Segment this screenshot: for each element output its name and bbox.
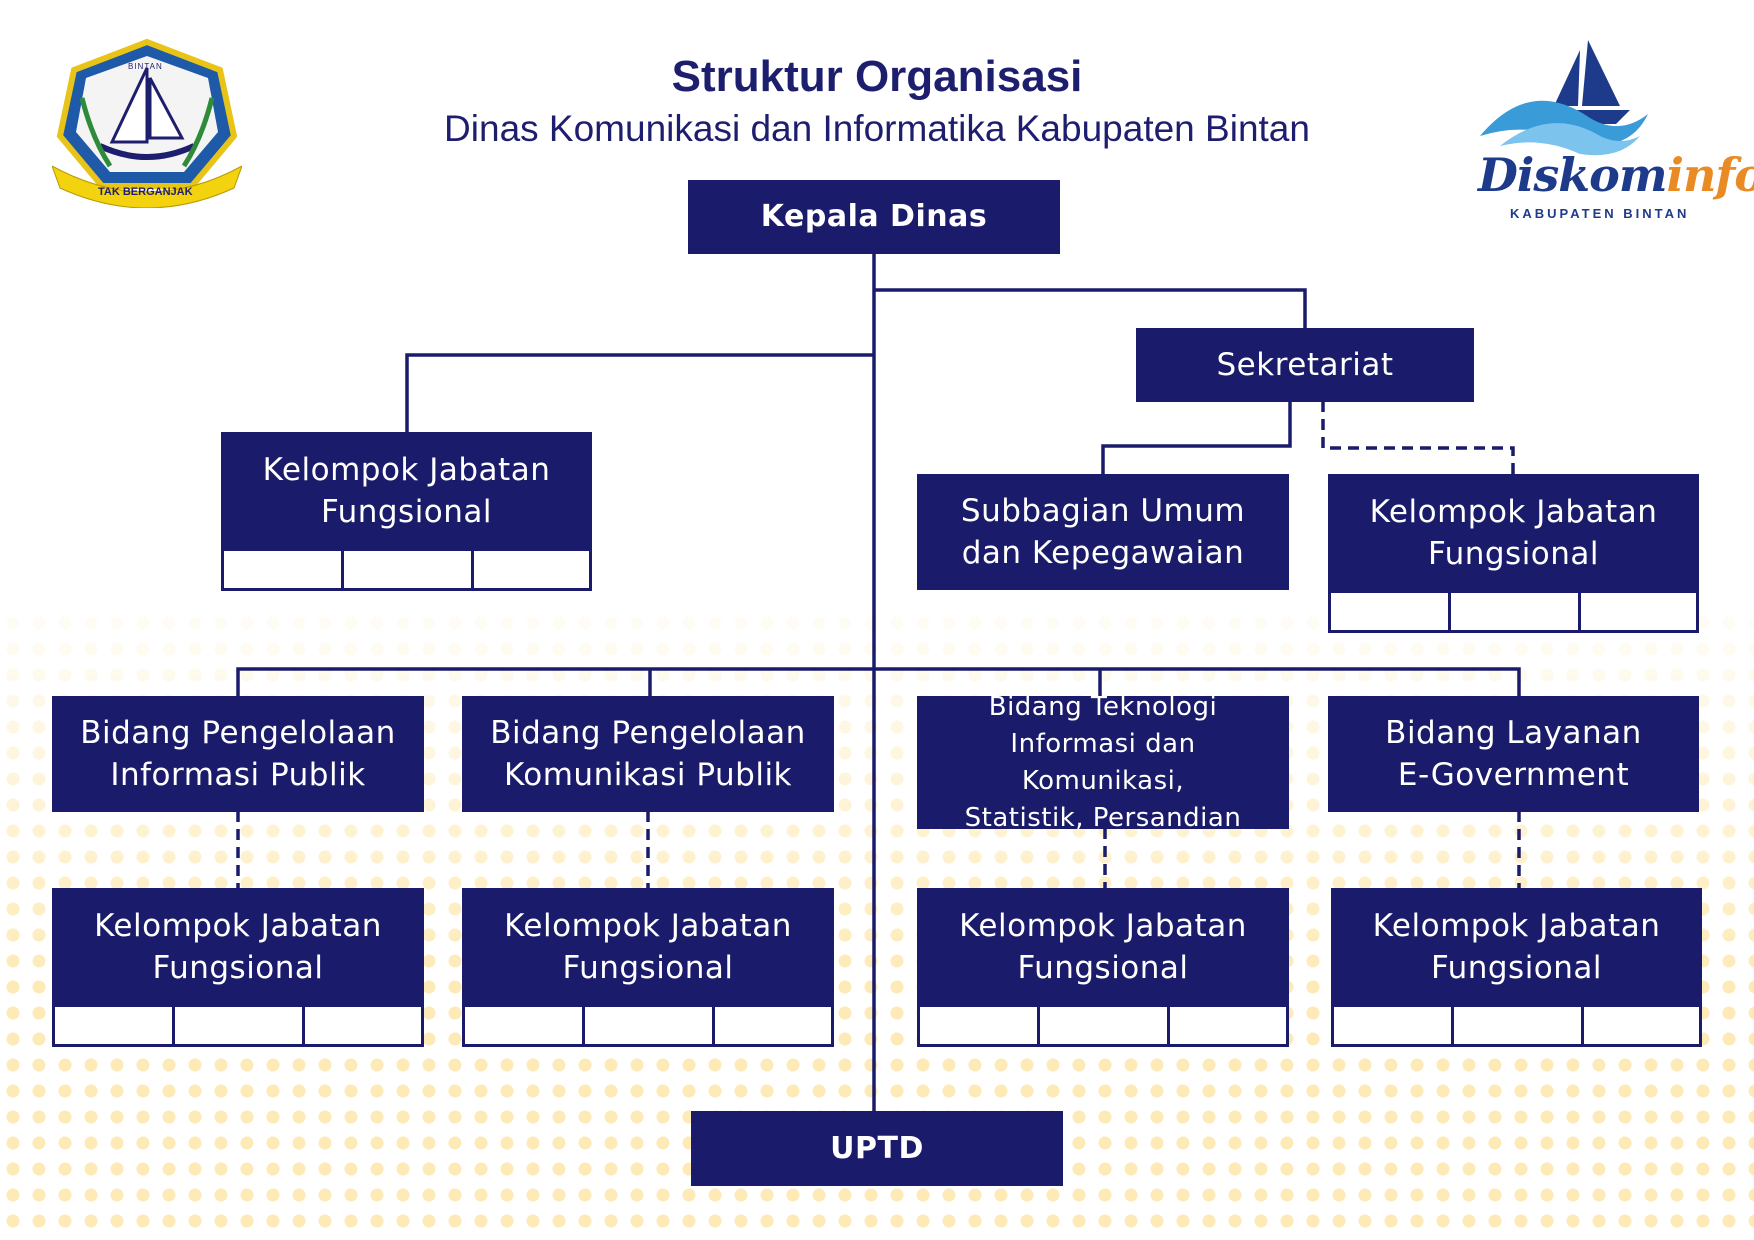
cell xyxy=(1454,1007,1584,1044)
kjf-1-label: Kelompok Jabatan Fungsional xyxy=(94,908,382,986)
kjf-2-cells xyxy=(462,1004,834,1047)
kjf-sek-cells xyxy=(1328,590,1699,633)
cell xyxy=(1331,593,1451,630)
bidang-informasi-box: Bidang Pengelolaan Informasi Publik xyxy=(52,696,424,812)
bidang-komunikasi-label: Bidang Pengelolaan Komunikasi Publik xyxy=(490,715,806,793)
cell xyxy=(920,1007,1040,1044)
uptd-box: UPTD xyxy=(691,1111,1063,1186)
subbagian-box: Subbagian Umum dan Kepegawaian xyxy=(917,474,1289,590)
page-title: Struktur Organisasi xyxy=(671,52,1083,101)
kjf-sek-connector xyxy=(1321,401,1515,474)
kjf-top-cells xyxy=(221,548,592,591)
kjf-4-box: Kelompok Jabatan Fungsional xyxy=(1331,888,1702,1006)
kjf-3-box: Kelompok Jabatan Fungsional xyxy=(917,888,1289,1006)
kjf-4-label: Kelompok Jabatan Fungsional xyxy=(1372,908,1661,986)
kjf-top-connector xyxy=(405,353,874,432)
diskominfo-logo-icon xyxy=(1480,40,1648,156)
kepala-dinas-label: Kepala Dinas xyxy=(760,199,988,234)
diskominfo-subtitle: KABUPATEN BINTAN xyxy=(1510,206,1690,221)
cell xyxy=(1584,1007,1699,1044)
kjf-3-label: Kelompok Jabatan Fungsional xyxy=(959,908,1247,986)
subbagian-connector xyxy=(1101,401,1292,474)
kjf-top-label: Kelompok Jabatan Fungsional xyxy=(262,452,551,530)
cell xyxy=(1170,1007,1286,1044)
kjf-2-box: Kelompok Jabatan Fungsional xyxy=(462,888,834,1006)
bidang-informasi-label: Bidang Pengelolaan Informasi Publik xyxy=(80,715,396,793)
bidang-tik-label: Bidang Teknologi Informasi dan Komunikas… xyxy=(964,691,1242,833)
kjf-2-label: Kelompok Jabatan Fungsional xyxy=(504,908,792,986)
brand-accent: info xyxy=(1666,148,1754,202)
cell xyxy=(1040,1007,1170,1044)
bintan-emblem-icon xyxy=(52,38,242,208)
cell xyxy=(305,1007,421,1044)
cell xyxy=(55,1007,175,1044)
page-subtitle: Dinas Komunikasi dan Informatika Kabupat… xyxy=(444,108,1310,149)
kjf-3-cells xyxy=(917,1004,1289,1047)
diskominfo-wordmark: Diskominfo xyxy=(1478,148,1754,202)
cell xyxy=(474,551,589,588)
cell xyxy=(175,1007,305,1044)
bidang-komunikasi-box: Bidang Pengelolaan Komunikasi Publik xyxy=(462,696,834,812)
emblem-motto: TAK BERGANJAK xyxy=(98,186,193,198)
kjf-top-box: Kelompok Jabatan Fungsional xyxy=(221,432,592,550)
uptd-label: UPTD xyxy=(830,1130,924,1166)
brand-main: Diskom xyxy=(1478,148,1667,202)
bidang-egov-label: Bidang Layanan E-Government xyxy=(1385,715,1642,793)
cell xyxy=(224,551,344,588)
emblem-ring-text: BINTAN xyxy=(128,62,163,71)
cell xyxy=(1581,593,1696,630)
bidang-bus-line xyxy=(236,667,1521,697)
kjf-1-box: Kelompok Jabatan Fungsional xyxy=(52,888,424,1006)
cell xyxy=(1451,593,1581,630)
cell xyxy=(585,1007,715,1044)
kjf-sek-box: Kelompok Jabatan Fungsional xyxy=(1328,474,1699,592)
bidang-egov-box: Bidang Layanan E-Government xyxy=(1328,696,1699,812)
cell xyxy=(1334,1007,1454,1044)
bidang-tik-box: Bidang Teknologi Informasi dan Komunikas… xyxy=(917,692,1289,833)
sekretariat-connector xyxy=(874,288,1307,328)
sekretariat-box: Sekretariat xyxy=(1136,328,1474,402)
kjf-1-cells xyxy=(52,1004,424,1047)
sekretariat-label: Sekretariat xyxy=(1216,347,1394,383)
subbagian-label: Subbagian Umum dan Kepegawaian xyxy=(960,493,1246,571)
cell xyxy=(715,1007,831,1044)
cell xyxy=(465,1007,585,1044)
kjf-4-cells xyxy=(1331,1004,1702,1047)
kepala-dinas-box: Kepala Dinas xyxy=(688,180,1060,254)
kjf-sek-label: Kelompok Jabatan Fungsional xyxy=(1369,494,1658,572)
cell xyxy=(344,551,474,588)
